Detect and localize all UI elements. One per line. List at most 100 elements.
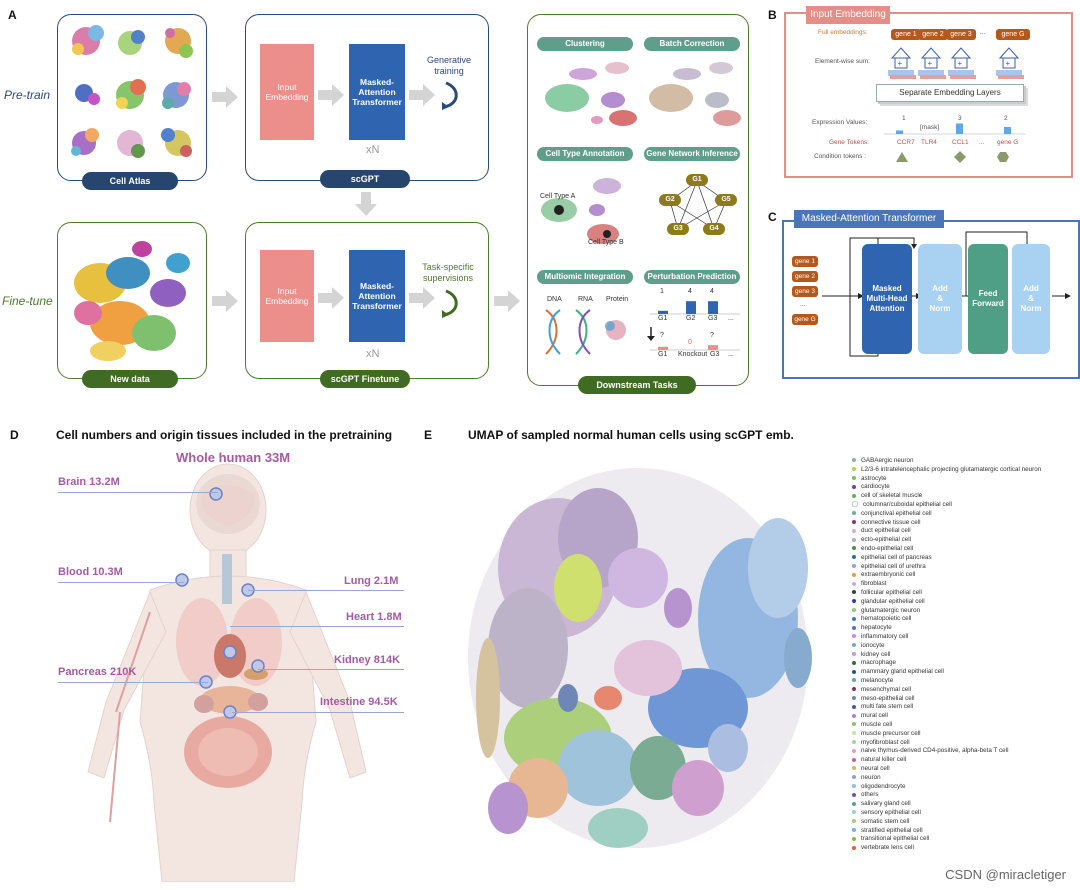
legend-label: duct epithelial cell [861, 527, 911, 535]
legend-swatch [852, 537, 856, 542]
legend-item: melanocyte [852, 677, 893, 685]
expr-bar [956, 123, 963, 134]
perturb-bar-bottom [708, 345, 718, 350]
arrow-right-icon [212, 86, 238, 108]
legend-swatch [852, 836, 856, 841]
new-data-umap [74, 241, 190, 361]
legend-item: multi fate stem cell [852, 703, 913, 711]
legend-swatch [852, 625, 856, 630]
legend-swatch [852, 528, 856, 533]
legend-item: transitional epithelial cell [852, 835, 929, 843]
legend-label: ecto-epithelial cell [861, 536, 912, 544]
legend-swatch [852, 810, 856, 815]
b-gene-ellipsis: ... [980, 29, 986, 36]
new-data-box [57, 222, 207, 379]
omics-rna-label: RNA [578, 296, 593, 303]
c-gene-ellipsis: ... [800, 301, 806, 308]
cell-atlas-pill: Cell Atlas [82, 172, 178, 190]
legend-label: kidney cell [861, 650, 891, 658]
perturb-bar-top [686, 301, 696, 314]
legend-swatch [852, 660, 856, 665]
panel-b-letter: B [768, 8, 777, 22]
legend-label: muscle cell [861, 721, 893, 728]
legend-label: astrocyte [861, 474, 887, 482]
cell-type-b-label: Cell Type B [588, 239, 624, 246]
legend-item: conjunctival epithelial cell [852, 510, 932, 518]
panel-e-letter: E [424, 428, 433, 442]
gene-node-g1: G1 [686, 174, 708, 186]
legend-swatch [852, 704, 856, 709]
legend-item: ecto-epithelial cell [852, 536, 911, 544]
legend-label: hepatocyte [861, 624, 892, 632]
legend-label: meso-epithelial cell [861, 694, 915, 702]
legend-item: L2/3-6 intratelencephalic projecting glu… [852, 466, 1041, 474]
panel-d-letter: D [10, 428, 19, 442]
panel-e-title: UMAP of sampled normal human cells using… [468, 428, 794, 442]
cell-atlas-umap-grid [71, 25, 193, 158]
omics-dna-label: DNA [547, 296, 562, 303]
legend-swatch [852, 748, 856, 753]
legend-label: follicular epithelial cell [861, 589, 922, 596]
legend-item: kidney cell [852, 651, 890, 659]
expr-bar [896, 130, 903, 134]
legend-item: mural cell [852, 712, 888, 720]
perturb-value-1: 1 [660, 288, 664, 295]
b-gene-1: gene 1 [891, 29, 921, 40]
task-multiomic-integration: Multiomic Integration [537, 270, 633, 284]
legend-swatch [852, 643, 856, 648]
legend-label: cardiocyte [861, 483, 890, 491]
gene-node-g4: G4 [703, 223, 725, 235]
legend-swatch [852, 757, 856, 762]
perturb-bar-top [708, 301, 718, 314]
legend-swatch [852, 590, 856, 595]
legend-label: mammary gland epithelial cell [861, 668, 944, 676]
svg-text:+: + [1006, 59, 1011, 68]
legend-item: endo-epithelial cell [852, 545, 913, 553]
organ-line-brain [58, 492, 218, 494]
masked-transformer-block-finetune: Masked- Attention Transformer [349, 250, 405, 342]
arrow-right-icon [318, 287, 344, 309]
legend-item: duct epithelial cell [852, 527, 911, 535]
token-gene-g: gene G [997, 139, 1019, 146]
expression-bars [884, 123, 1026, 135]
legend-label: glutamatergic neuron [861, 606, 921, 614]
legend-label: stratified epithelial cell [861, 826, 923, 834]
legend-item: natural killer cell [852, 756, 906, 764]
legend-swatch [852, 687, 856, 692]
legend-swatch [852, 555, 856, 560]
legend-label: L2/3-6 intratelencephalic projecting glu… [861, 465, 1042, 473]
scgpt-finetune-pill: scGPT Finetune [320, 370, 410, 388]
human-body-illustration [87, 463, 367, 882]
legend-swatch [852, 775, 856, 780]
expr-value-3: 3 [958, 115, 962, 122]
perturb-bottom-value-1: ? [660, 332, 664, 339]
b-gene-g: gene G [996, 29, 1030, 40]
perturb-value-2: 4 [688, 288, 692, 295]
task-gene-network-inference: Gene Network Inference [644, 147, 740, 161]
expr-value-2: 2 [1004, 115, 1008, 122]
legend-swatch [852, 731, 856, 736]
legend-item: ionocyte [852, 642, 884, 650]
feed-forward-block: Feed Forward [968, 244, 1008, 354]
arrow-down-icon [355, 192, 377, 216]
legend-swatch [852, 519, 856, 524]
expr-value-1: 1 [902, 115, 906, 122]
legend-label: glandular epithelial cell [861, 597, 925, 605]
legend-label: melanocyte [861, 677, 894, 684]
input-embedding-title: Input Embedding [806, 6, 890, 24]
organ-line-lung [248, 590, 404, 592]
pretrain-label: Pre-train [4, 88, 51, 102]
legend-swatch [852, 581, 856, 586]
masked-multihead-attention-block: Masked Multi-Head Attention [862, 244, 912, 354]
organ-line-blood [58, 582, 184, 584]
gene-node-g3: G3 [667, 223, 689, 235]
legend-item: hematopoietic cell [852, 615, 911, 623]
perturb-gene-g1: G1 [658, 315, 668, 322]
legend-item: salivary gland cell [852, 800, 911, 808]
legend-label: myofibroblast cell [861, 738, 910, 746]
legend-label: neural cell [861, 765, 890, 772]
csdn-watermark: CSDN @miracletiger [945, 867, 1066, 882]
legend-label: epithelial cell of urethra [861, 562, 926, 570]
legend-swatch [852, 607, 856, 612]
panel-a-letter: A [8, 8, 17, 22]
